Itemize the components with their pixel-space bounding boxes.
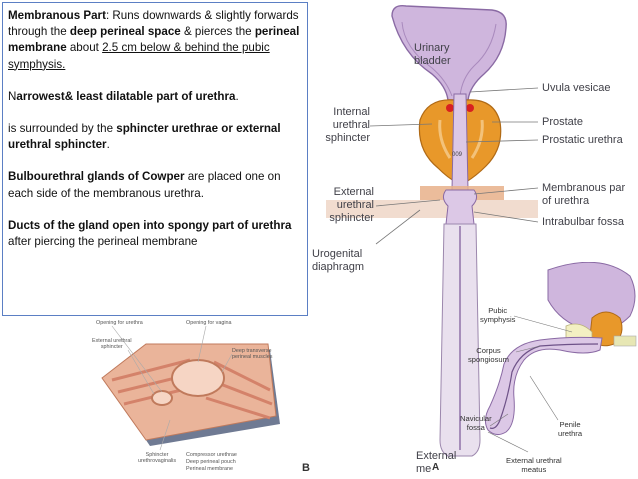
text-run: are placed one on each side of the membr… xyxy=(8,170,281,200)
label-pubic-symphysis: Pubic symphysis xyxy=(480,306,516,324)
urethra-coronal-diagram xyxy=(326,5,539,457)
label-deep-perineal-pouch: Deep perineal pouch xyxy=(186,459,236,465)
bladder-inner-wall xyxy=(401,21,497,97)
leader-line xyxy=(465,139,539,143)
label-external-meatus: External me xyxy=(416,450,457,475)
text-deep-perineal-space: deep perineal space xyxy=(69,25,181,39)
leader-line xyxy=(487,431,529,453)
label-internal-sphincter: Internal urethral sphincter xyxy=(325,106,370,144)
leader-line xyxy=(473,187,539,195)
perineal-membrane-diagram xyxy=(101,325,280,451)
leader-line xyxy=(221,353,233,373)
text-run: N xyxy=(8,89,17,103)
paragraph-ducts: Ducts of the gland open into spongy part… xyxy=(8,218,302,250)
uvula-dot-right xyxy=(466,104,474,112)
label-uvula-vesicae: Uvula vesicae xyxy=(542,82,611,94)
text-location: 2.5 cm below & behind the pubic symphysi… xyxy=(8,41,270,71)
figure-letter-b: B xyxy=(302,462,310,474)
leader-line xyxy=(513,315,573,333)
text-run: . xyxy=(235,89,239,103)
text-perineal-membrane: perineal membrane xyxy=(8,25,300,55)
text-run: after piercing the perineal membrane xyxy=(8,235,198,249)
label-perineal-membrane-small: Perineal membrane xyxy=(186,466,234,472)
sagittal-muscle-band xyxy=(613,335,637,347)
paragraph-bulbourethral: Bulbourethral glands of Cowper are place… xyxy=(8,169,302,201)
corpus-spongiosum xyxy=(484,336,603,436)
text-sphincter: sphincter urethrae or external urethral … xyxy=(8,122,281,152)
figure-letter-a: A xyxy=(432,462,440,473)
heading-membranous-part: Membranous Part xyxy=(8,9,106,22)
penile-urethra-line xyxy=(489,343,599,429)
leader-line xyxy=(473,211,539,223)
label-penile-urethra: Penile urethra xyxy=(558,420,583,438)
leader-line xyxy=(369,123,433,127)
label-prostatic-urethra: Prostatic urethra xyxy=(542,134,623,146)
text-run: : Runs downwards & slightly forwards thr… xyxy=(8,9,299,39)
bladder-shape xyxy=(391,5,507,101)
text-run: is surrounded by the xyxy=(8,122,117,136)
paragraph-narrowest: Narrowest& least dilatable part of ureth… xyxy=(8,89,302,105)
opening-vagina xyxy=(171,359,225,397)
opening-urethra xyxy=(151,390,173,406)
paragraph-sphincter: is surrounded by the sphincter urethrae … xyxy=(8,121,302,153)
leader-line xyxy=(515,345,541,353)
sagittal-penis-diagram xyxy=(484,262,637,453)
label-navicular-fossa: Navicular fossa xyxy=(460,414,492,432)
label-corpus-spongiosum: Corpus spongiosum xyxy=(468,346,509,364)
label-intrabulbar-fossa: Intrabulbar fossa xyxy=(542,216,624,228)
text-run: about xyxy=(66,41,103,55)
label-opening-vagina: Opening for vagina xyxy=(186,320,232,326)
label-external-sphincter: External urethral sphincter xyxy=(329,186,374,224)
label-external-sphincter-small: External urethral sphincter xyxy=(92,338,132,351)
leader-line xyxy=(111,325,163,393)
paragraph-membranous-part: Membranous Part: Runs downwards & slight… xyxy=(8,8,302,73)
label-prostate: Prostate xyxy=(542,116,583,128)
leader-line xyxy=(529,375,559,421)
prostate-inner xyxy=(438,119,484,159)
center-number: 009 xyxy=(452,152,463,158)
leader-line xyxy=(127,349,155,395)
text-panel: Membranous Part: Runs downwards & slight… xyxy=(2,2,308,316)
text-run: & pierces the xyxy=(180,25,255,39)
leader-line xyxy=(469,87,539,93)
label-sphincter-urethrovaginalis: Sphincter urethrovaginalis xyxy=(138,452,177,465)
leader-line xyxy=(159,419,171,451)
label-deep-transverse: Deep transverse perineal muscles xyxy=(232,348,273,361)
leader-line xyxy=(489,413,509,427)
text-run: . xyxy=(106,138,110,152)
label-opening-urethra: Opening for urethra xyxy=(96,320,143,326)
membranous-urethra xyxy=(442,189,478,225)
leader-line xyxy=(375,199,441,207)
text-ducts: Ducts of the gland open into spongy part… xyxy=(8,218,292,232)
leader-line xyxy=(375,209,421,245)
uvula-dot-left xyxy=(446,104,454,112)
label-external-urethral-meatus: External urethral meatus xyxy=(506,456,562,474)
text-cowper-glands: Bulbourethral glands of Cowper xyxy=(8,170,185,184)
leader-line xyxy=(197,325,207,363)
label-membranous-urethra: Membranous par of urethra xyxy=(542,182,626,207)
bladder-label: Urinary bladder xyxy=(414,42,451,67)
prostatic-urethra xyxy=(451,93,469,191)
text-narrowest: arrowest& least dilatable part of urethr… xyxy=(16,89,236,103)
label-compressor-urethrae: Compressor urethrae xyxy=(186,452,237,458)
label-urogenital-diaphragm: Urogenital diaphragm xyxy=(312,248,364,273)
